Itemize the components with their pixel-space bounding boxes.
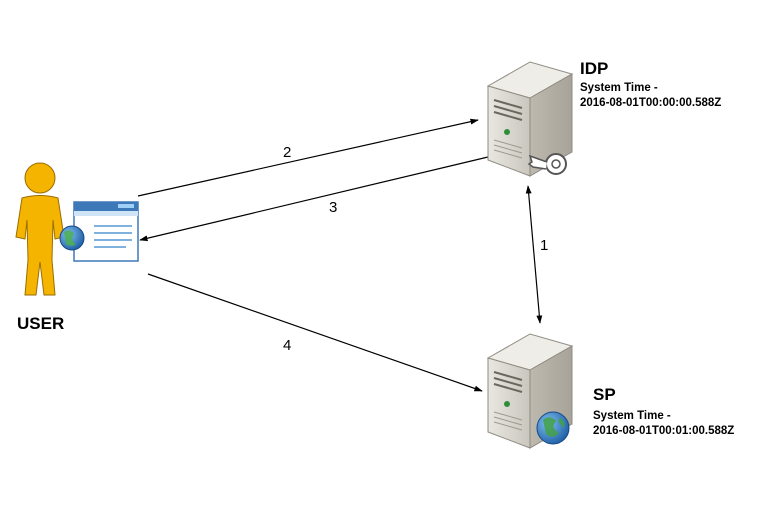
idp-time-label: System Time - <box>580 82 658 94</box>
arrow-2 <box>137 118 479 197</box>
sp-title: SP <box>593 385 616 404</box>
person-icon <box>15 162 65 296</box>
step-2-label: 2 <box>283 144 292 161</box>
step-3-label: 3 <box>329 199 338 216</box>
browser-window-icon <box>59 201 139 262</box>
idp-title: IDP <box>580 59 609 78</box>
sp-time-value: 2016-08-01T00:01:00.588Z <box>593 425 735 437</box>
arrow-4 <box>147 273 483 392</box>
server-with-globe-icon <box>486 333 574 449</box>
step-1-label: 1 <box>540 237 549 254</box>
sp-time-label: System Time - <box>593 410 671 422</box>
arrow-1 <box>525 185 543 324</box>
idp-time-value: 2016-08-01T00:00:00.588Z <box>580 97 722 109</box>
server-with-key-icon <box>486 61 574 177</box>
user-label: USER <box>17 314 65 333</box>
arrow-3 <box>139 156 489 242</box>
step-4-label: 4 <box>283 337 292 354</box>
